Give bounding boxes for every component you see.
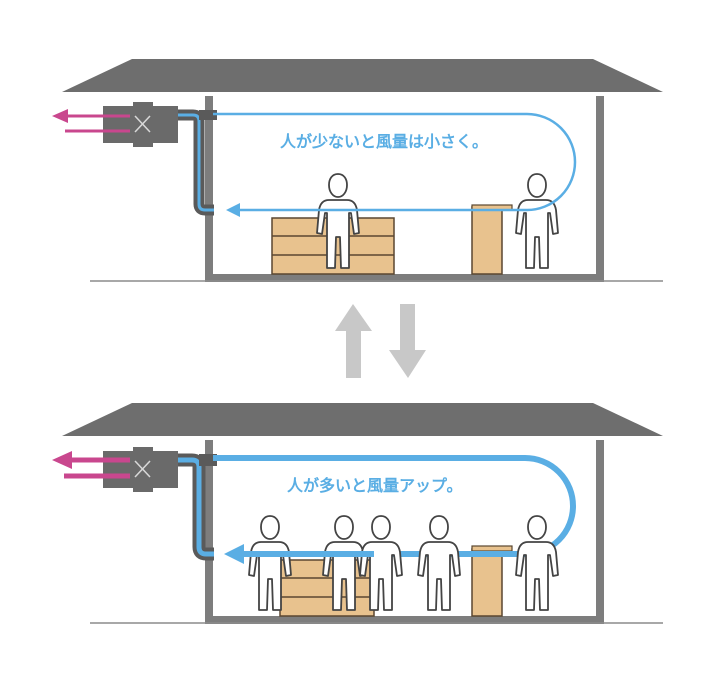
bottom-floor (205, 616, 604, 624)
ventilation-unit-icon (103, 102, 178, 147)
bottom-left-wall (205, 440, 213, 624)
transition-arrows (335, 304, 426, 378)
up-arrow-icon (335, 304, 372, 378)
bottom-supply-air-flow (213, 455, 576, 557)
top-exhaust-air-flow (52, 109, 130, 133)
top-left-wall (205, 96, 213, 282)
down-arrow-icon (389, 304, 426, 378)
top-roof (62, 59, 663, 92)
person-icon (515, 515, 559, 611)
counter-icon (471, 545, 513, 617)
bottom-right-wall (596, 440, 604, 624)
bottom-supply-arrowhead (224, 544, 244, 564)
top-supply-air-flow (213, 112, 577, 212)
top-panel: 人が少ないと風量は小さく。 (52, 59, 663, 282)
top-floor (205, 274, 604, 282)
top-supply-arrowhead (226, 203, 240, 217)
person-icon (515, 173, 559, 269)
bottom-panel: 人が多いと風量アップ。 (52, 403, 663, 624)
top-right-wall (596, 96, 604, 282)
bottom-caption: 人が多いと風量アップ。 (287, 476, 463, 495)
ventilation-unit-icon (103, 447, 178, 492)
bottom-exhaust-air-flow (52, 451, 130, 479)
top-caption: 人が少ないと風量は小さく。 (280, 132, 488, 151)
person-icon (417, 515, 461, 611)
bottom-roof (62, 403, 663, 436)
counter-icon (471, 204, 513, 275)
